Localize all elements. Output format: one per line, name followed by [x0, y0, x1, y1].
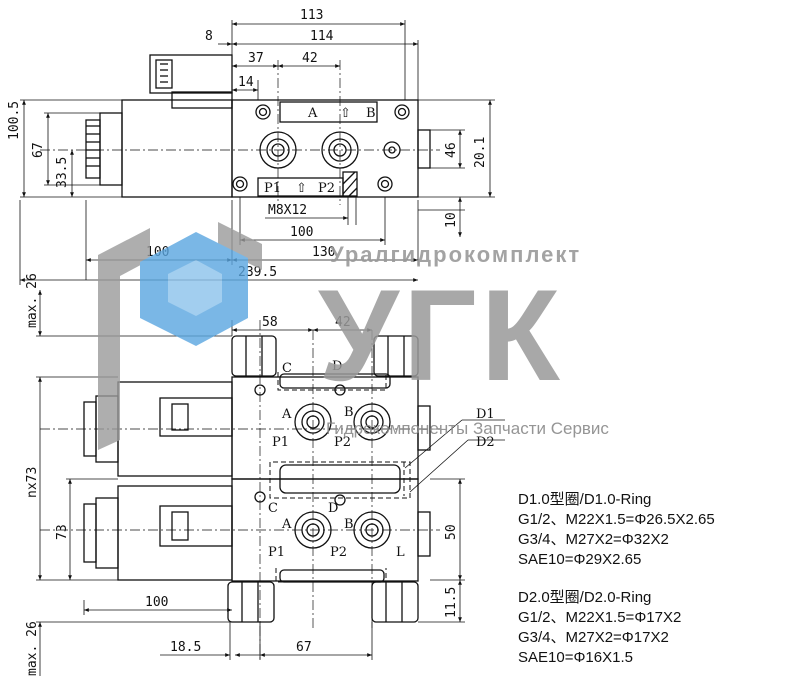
watermark-tagline: Гидрокомпоненты Запчасти Сервис: [326, 419, 609, 438]
top-name-plate: [279, 101, 378, 123]
label-p1-lower: P1: [268, 545, 285, 560]
dim-46: 46: [444, 142, 459, 158]
dim-8: 8: [205, 29, 213, 44]
dim-nx73: nx73: [25, 467, 40, 498]
label-a-upper: A: [281, 407, 292, 422]
dim-67: 67: [31, 142, 46, 158]
callout-d1: D1: [476, 407, 495, 422]
note-spacer: [518, 570, 788, 588]
label-p1-upper: P1: [272, 435, 289, 450]
label-d-lower: D: [328, 501, 338, 516]
top-view-texts: 113 114 8 37 42 14 100.5 67 33.5 46 20.1…: [7, 8, 488, 280]
top-solenoid: [85, 54, 233, 198]
thread-m8x12: M8X12: [268, 203, 307, 218]
top-view: [19, 20, 495, 285]
label-p2-top: P2: [318, 181, 335, 196]
watermark: Уралгидрокомплект УГК Гидрокомпоненты За…: [98, 222, 609, 450]
top-center-lines: [40, 60, 440, 205]
dim-42-side: 42: [335, 315, 351, 330]
dim-14: 14: [238, 75, 254, 90]
note-d2-sae: SAE10=Φ16X1.5: [518, 649, 633, 666]
label-c-lower: C: [268, 501, 278, 516]
watermark-company-name: Уралгидрокомплект: [330, 242, 581, 267]
side-center-lines: [40, 320, 440, 660]
dim-130: 130: [312, 245, 335, 260]
dim-50: 50: [444, 524, 459, 540]
label-b-lower: B: [344, 517, 354, 532]
dim-18-5: 18.5: [170, 640, 201, 655]
label-b-top: B: [366, 106, 376, 121]
ring-notes: D1.0型圈/D1.0-Ring G1/2、M22X1.5=Φ26.5X2.65…: [518, 490, 788, 668]
side-lower-solenoid: [117, 485, 233, 581]
dim-100-side: 100: [145, 595, 168, 610]
dim-42-top: 42: [302, 51, 318, 66]
dim-33-5: 33.5: [55, 157, 70, 188]
top-dimension-lines: [19, 20, 495, 285]
dim-73: 73: [55, 524, 70, 540]
dim-100-5: 100.5: [7, 101, 22, 140]
label-p2-upper: P2: [334, 435, 351, 450]
watermark-logo-mark: [98, 222, 262, 450]
note-d1-title: D1.0型圈/D1.0-Ring: [518, 491, 652, 508]
note-d2-g12: G1/2、M22X1.5=Φ17X2: [518, 609, 682, 626]
note-d1-sae: SAE10=Φ29X2.65: [518, 551, 642, 568]
watermark-logo-text: УГК: [318, 262, 564, 408]
dim-58: 58: [262, 315, 278, 330]
arrow-up-top: ⇧: [340, 106, 351, 121]
dim-37: 37: [248, 51, 264, 66]
dim-max26-bottom: max. 26: [25, 621, 40, 676]
side-view: [36, 290, 505, 676]
note-d1-g12: G1/2、M22X1.5=Φ26.5X2.65: [518, 511, 715, 528]
top-corner-bolts: [232, 104, 410, 192]
label-a-lower: A: [281, 517, 292, 532]
side-view-texts: max. 26 58 42 nx73 73 50 11.5 100 18.5 6…: [25, 273, 495, 676]
dim-20-1: 20.1: [473, 137, 488, 168]
dim-67-side: 67: [296, 640, 312, 655]
label-b-upper: B: [344, 405, 354, 420]
label-p2-lower: P2: [330, 545, 347, 560]
note-d2-g34: G3/4、M27X2=Φ17X2: [518, 629, 669, 646]
label-a-top: A: [307, 106, 318, 121]
dim-10: 10: [444, 212, 459, 228]
dim-114: 114: [310, 29, 334, 44]
top-right-fitting: [417, 129, 431, 169]
side-bottom-fittings: [227, 581, 419, 623]
dim-11-5: 11.5: [444, 587, 459, 618]
dim-100-top: 100: [290, 225, 313, 240]
label-l-lower: L: [396, 545, 405, 560]
callout-d2: D2: [476, 435, 495, 450]
side-top-fittings: [231, 335, 419, 377]
arrow-up-bottom: ⇧: [296, 181, 307, 196]
note-d2-title: D2.0型圈/D2.0-Ring: [518, 589, 652, 606]
label-d-upper: D: [332, 359, 342, 374]
label-c-upper: C: [282, 361, 292, 376]
dim-max26-top: max. 26: [25, 273, 40, 328]
label-p1-top: P1: [264, 181, 281, 196]
side-mid-channel: [279, 464, 401, 494]
dim-113: 113: [300, 8, 323, 23]
note-d1-g34: G3/4、M27X2=Φ32X2: [518, 531, 669, 548]
